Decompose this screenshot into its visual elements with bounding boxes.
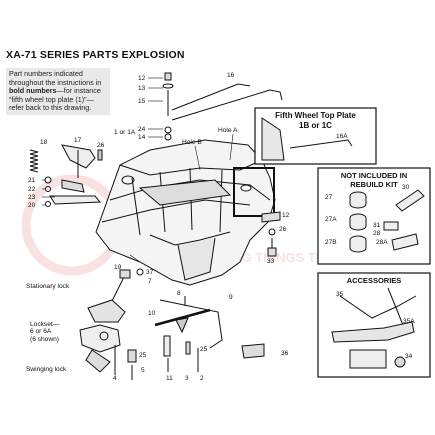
fifth-wheel-title-line1: Fifth Wheel Top Plate (275, 111, 356, 120)
part-label-25: 25 (139, 352, 147, 359)
part-label-9: 9 (229, 294, 233, 301)
part-label-27B: 27B (325, 239, 337, 246)
part-label-3: 3 (185, 375, 189, 382)
not-included-box (317, 167, 431, 265)
part-label-27A: 27A (325, 216, 337, 223)
instruction-note: Part numbers indicated throughout the in… (6, 68, 110, 115)
part-label-28A: 28A (376, 239, 388, 246)
caption-1-or-1a: 1 or 1A (114, 129, 136, 136)
not-included-box-title: NOT INCLUDED IN REBUILD KIT (318, 171, 430, 189)
part-label-16: 16 (227, 72, 235, 79)
part-label-31: 31 (373, 222, 381, 229)
part-label-23: 23 (28, 194, 36, 201)
highlight-box (233, 167, 275, 217)
part-label-10: 10 (148, 310, 156, 317)
part-label-7: 7 (148, 278, 152, 285)
part-label-34: 34 (405, 353, 413, 360)
part-label-27: 27 (325, 194, 333, 201)
parts-right (261, 211, 281, 257)
part-label-8: 8 (177, 290, 181, 297)
parts-left (29, 144, 103, 207)
part-label-20: 20 (28, 202, 36, 209)
part-label-19: 19 (114, 264, 122, 271)
part-label-22: 22 (28, 186, 36, 193)
caption-stationary-lock: Stationary lock (26, 283, 70, 290)
not-included-title-line1: NOT INCLUDED IN (340, 171, 408, 180)
fifth-wheel-box-title: Fifth Wheel Top Plate 1B or 1C (255, 111, 376, 130)
part-label-4: 4 (113, 375, 117, 382)
part-label-21: 21 (28, 177, 36, 184)
part-label-12: 12 (138, 75, 146, 82)
part-label-33: 33 (267, 258, 275, 265)
fifth-wheel-box (254, 107, 377, 165)
part-label-28: 28 (373, 230, 381, 237)
top-plate-casting (95, 139, 276, 286)
handle-assembly (154, 296, 265, 372)
fifth-wheel-part-label: 16A (336, 133, 348, 140)
part-label-36: 36 (281, 350, 289, 357)
part-label-30: 30 (402, 184, 410, 191)
caption-hole-b: Hole B (182, 139, 202, 146)
part-label-14: 14 (138, 134, 146, 141)
part-label-13: 13 (138, 85, 146, 92)
lock-assembly (79, 268, 144, 380)
part-label-37: 37 (146, 269, 154, 276)
caption-hole-a: Hole A (218, 127, 238, 134)
part-label-35A: 35A (403, 318, 415, 325)
part-label-5: 5 (141, 367, 145, 374)
part-label-35: 35 (336, 291, 344, 298)
note-text-post: —for instance “fifth wheel top plate (1)… (9, 86, 101, 113)
part-label-18: 18 (40, 139, 48, 146)
note-text-pre: Part numbers indicated throughout the in… (9, 69, 102, 87)
accessories-box-title: ACCESSORIES (346, 276, 402, 285)
part-label-26b: 26 (279, 226, 287, 233)
part-label-24: 24 (138, 126, 146, 133)
part-label-2: 2 (200, 375, 204, 382)
parts-top-left (162, 72, 283, 141)
part-label-12b: 12 (282, 212, 290, 219)
fifth-wheel-title-line2: 1B or 1C (299, 120, 332, 130)
note-text-bold: bold numbers (9, 86, 57, 96)
part-label-11: 11 (166, 375, 173, 382)
not-included-title-line2: REBUILD KIT (350, 180, 398, 189)
diagram-title: XA-71 SERIES PARTS EXPLOSION (6, 49, 185, 61)
leader-lines (42, 77, 234, 263)
caption-lockset: Lockset— 6 or 6A (6 shown) (30, 321, 60, 343)
part-label-15: 15 (138, 98, 146, 105)
part-label-17: 17 (74, 137, 82, 144)
part-label-25b: 25 (200, 346, 208, 353)
accessories-box (317, 272, 431, 378)
part-label-26: 26 (97, 142, 105, 149)
caption-swinging-lock: Swinging lock (26, 366, 67, 373)
